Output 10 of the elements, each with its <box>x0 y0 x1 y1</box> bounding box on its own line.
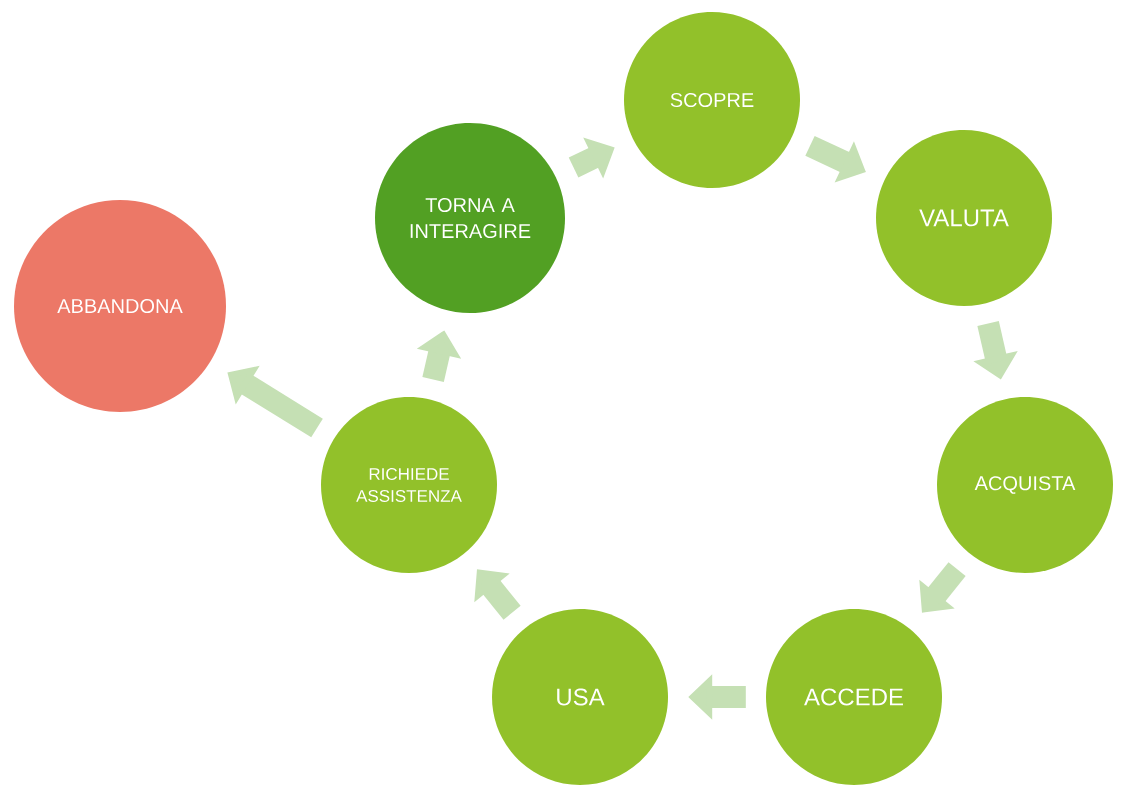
circle-node: SCOPRE <box>624 12 800 188</box>
circle-node: ACQUISTA <box>937 397 1113 573</box>
block-arrow <box>474 569 521 620</box>
circle-node: ACCEDE <box>766 609 942 785</box>
circle-node: USA <box>492 609 668 785</box>
circle-node: RICHIEDE ASSISTENZA <box>321 397 497 573</box>
block-arrow <box>919 562 966 613</box>
circle-node: TORNA A INTERAGIRE <box>375 123 565 313</box>
circle-node: VALUTA <box>876 130 1052 306</box>
circle-node: ABBANDONA <box>14 200 226 412</box>
